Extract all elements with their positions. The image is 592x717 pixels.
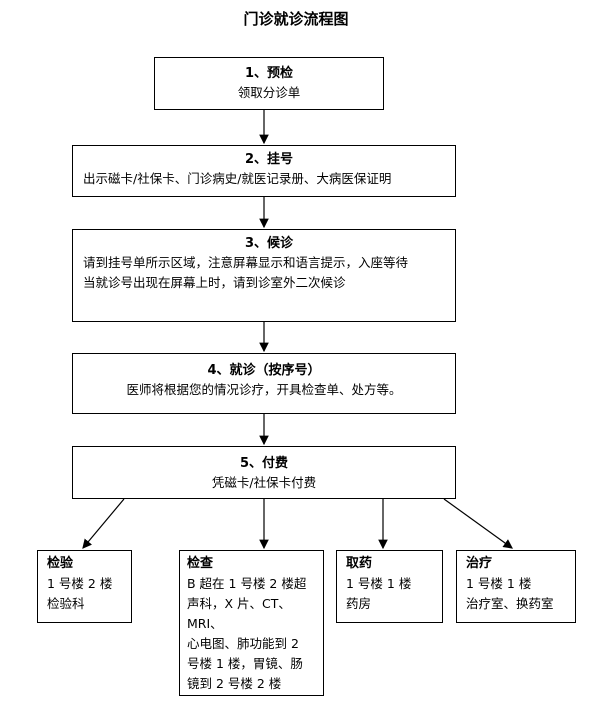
branch-quyao-title: 取药 [346,556,373,571]
step-box-2: 2、挂号 出示磁卡/社保卡、门诊病史/就医记录册、大病医保证明 [72,145,456,197]
branch-jiancha-line-1: B 超在 1 号楼 2 楼超 [187,576,307,591]
step-box-4: 4、就诊（按序号） 医师将根据您的情况诊疗，开具检查单、处方等。 [72,353,456,414]
step-2-title: 2、挂号 [244,152,294,167]
branch-jianyan-line-2: 检验科 [47,596,85,611]
step-box-1: 1、预检 领取分诊单 [154,57,384,110]
branch-box-zhiliao: 治疗 1 号楼 1 楼 治疗室、换药室 [456,550,576,623]
step-4-title: 4、就诊（按序号） [207,363,321,378]
step-box-3: 3、候诊 请到挂号单所示区域，注意屏幕显示和语言提示，入座等待 当就诊号出现在屏… [72,229,456,322]
branch-jiancha-line-4: 号楼 1 楼，胃镜、肠 [187,656,303,671]
step-5-title: 5、付费 [239,456,289,471]
step-1-text: 领取分诊单 [237,85,301,100]
diagram-title: 门诊就诊流程图 [243,10,349,28]
step-3-text-line-2: 当就诊号出现在屏幕上时，请到诊室外二次候诊 [83,275,346,290]
branch-zhiliao-title: 治疗 [466,556,493,571]
step-3-text-line-1: 请到挂号单所示区域，注意屏幕显示和语言提示，入座等待 [83,255,409,270]
arrow-5-jianyan [82,498,125,549]
step-2-text: 出示磁卡/社保卡、门诊病史/就医记录册、大病医保证明 [83,171,392,186]
branch-zhiliao-line-2: 治疗室、换药室 [466,596,554,611]
branch-quyao-line-2: 药房 [346,596,372,611]
branch-jiancha-line-5: 镜到 2 号楼 2 楼 [187,676,282,691]
branch-box-quyao: 取药 1 号楼 1 楼 药房 [336,550,443,623]
arrow-5-zhiliao [443,498,513,549]
step-1-title: 1、预检 [244,66,294,81]
step-4-text: 医师将根据您的情况诊疗，开具检查单、处方等。 [126,382,402,397]
branch-zhiliao-line-1: 1 号楼 1 楼 [466,576,532,591]
step-box-5: 5、付费 凭磁卡/社保卡付费 [72,446,456,499]
branch-quyao-line-1: 1 号楼 1 楼 [346,576,412,591]
branch-jiancha-line-3: 心电图、肺功能到 2 [187,636,299,651]
step-5-text: 凭磁卡/社保卡付费 [211,475,317,490]
branch-jiancha-title: 检查 [187,556,214,571]
branch-jiancha-line-2: 声科，X 片、CT、MRI、 [187,596,291,631]
branch-box-jianyan: 检验 1 号楼 2 楼 检验科 [37,550,132,623]
branch-jianyan-title: 检验 [47,556,74,571]
step-3-title: 3、候诊 [244,236,294,251]
branch-box-jiancha: 检查 B 超在 1 号楼 2 楼超 声科，X 片、CT、MRI、 心电图、肺功能… [179,550,324,696]
branch-jianyan-line-1: 1 号楼 2 楼 [47,576,113,591]
